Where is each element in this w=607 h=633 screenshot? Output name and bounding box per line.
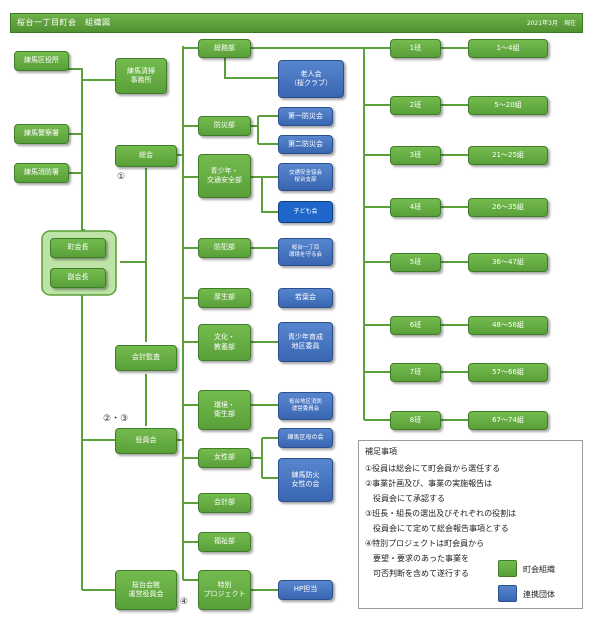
disaster-prevention-dept: 防災部 — [198, 116, 251, 136]
legend-swatch-blue — [498, 585, 517, 602]
youth-traffic-dept: 青少年・ 交通安全部 — [198, 154, 251, 198]
fire-committee-box: 桜台地区消防 運営委員会 — [278, 392, 333, 420]
wakaba-club-box: 若葉会 — [278, 288, 333, 308]
disaster-group-2-box: 第二防災会 — [278, 135, 333, 154]
notes-line: 役員会にて承認する — [365, 494, 445, 503]
notes-line: ④特別プロジェクトは町会員から — [365, 539, 485, 548]
mothers-club-box: 練馬区母の会 — [278, 428, 333, 448]
traffic-safety-assoc-box: 交通安全協会 桜台支部 — [278, 163, 333, 191]
legend-swatch-green — [498, 560, 517, 577]
kumi-box: 57～66組 — [468, 363, 548, 382]
kumi-box: 26～35組 — [468, 198, 548, 217]
kumi-box: 5～20組 — [468, 96, 548, 115]
notes-line: ③班長・組長の選出及びそれぞれの役割は — [365, 509, 517, 518]
welfare-health-dept: 厚生部 — [198, 288, 251, 308]
han-box: 6班 — [390, 316, 441, 335]
nerima-ward-office-box: 練馬区役所 — [14, 51, 69, 71]
kumi-box: 48～56組 — [468, 316, 548, 335]
notes-line: 役員会にて定めて総会報告事項とする — [365, 524, 509, 533]
page-title: 桜台一丁目町会 組織図 — [17, 18, 111, 27]
kumi-box: 67～74組 — [468, 411, 548, 430]
legend-label-green: 町会組織 — [523, 565, 555, 574]
crime-prevention-dept: 防犯部 — [198, 238, 251, 258]
hall-committee-box: 桜台会館 運営役員会 — [115, 570, 177, 610]
notes-line: 要望・要求のあった事業を — [365, 554, 469, 563]
social-welfare-dept: 福祉部 — [198, 532, 251, 552]
nerima-police-box: 練馬警察署 — [14, 124, 69, 144]
marker-4: ④ — [180, 597, 189, 607]
han-box: 4班 — [390, 198, 441, 217]
youth-development-box: 青少年育成 地区委員 — [278, 322, 333, 362]
han-box: 8班 — [390, 411, 441, 430]
nerima-fire-box: 練馬消防署 — [14, 163, 69, 183]
culture-education-dept: 文化・ 教養部 — [198, 324, 251, 361]
special-project-box: 特別 プロジェクト — [198, 570, 251, 610]
notes-panel: 補足事項 ①役員は総会にて町会員から選任する ②事業計画及び、事業の実施報告は … — [358, 440, 583, 609]
legend-label-blue: 連携団体 — [523, 590, 555, 599]
homepage-box: HP担当 — [278, 580, 333, 600]
vice-chairman-box: 副会長 — [50, 268, 106, 288]
general-affairs-dept: 総務部 — [198, 39, 251, 58]
date-label: 2021年3月 現在 — [526, 20, 576, 27]
environment-protection-box: 桜台一丁目 環境を守る会 — [278, 238, 333, 266]
general-meeting-box: 総会 — [115, 145, 177, 167]
han-box: 2班 — [390, 96, 441, 115]
marker-1: ① — [117, 172, 126, 182]
auditor-box: 会計監査 — [115, 345, 177, 371]
cleaning-office-box: 練馬清掃 事務所 — [115, 58, 167, 94]
seniors-club-box: 老人会 （桜クラブ） — [278, 60, 344, 98]
han-box: 5班 — [390, 253, 441, 272]
board-meeting-box: 役員会 — [115, 428, 177, 454]
kumi-box: 1～4組 — [468, 39, 548, 58]
chairman-box: 町会長 — [50, 238, 106, 258]
notes-line: ②事業計画及び、事業の実施報告は — [365, 479, 493, 488]
women-fire-club-box: 練馬防火 女性の会 — [278, 458, 333, 502]
disaster-group-1-box: 第一防災会 — [278, 107, 333, 126]
women-dept: 女性部 — [198, 448, 251, 468]
han-box: 1班 — [390, 39, 441, 58]
kumi-box: 36～47組 — [468, 253, 548, 272]
accounting-dept: 会計部 — [198, 493, 251, 513]
han-box: 7班 — [390, 363, 441, 382]
marker-2-3: ②・③ — [103, 414, 129, 424]
environment-sanitation-dept: 環境・ 衛生部 — [198, 390, 251, 430]
notes-heading: 補足事項 — [365, 447, 397, 456]
kumi-box: 21～25組 — [468, 146, 548, 165]
notes-line: ①役員は総会にて町会員から選任する — [365, 464, 501, 473]
han-box: 3班 — [390, 146, 441, 165]
childrens-club-box: 子ども会 — [278, 201, 333, 223]
title-bar: 桜台一丁目町会 組織図 2021年3月 現在 — [10, 13, 583, 33]
notes-line: 可否判断を含めて遂行する — [365, 569, 469, 578]
